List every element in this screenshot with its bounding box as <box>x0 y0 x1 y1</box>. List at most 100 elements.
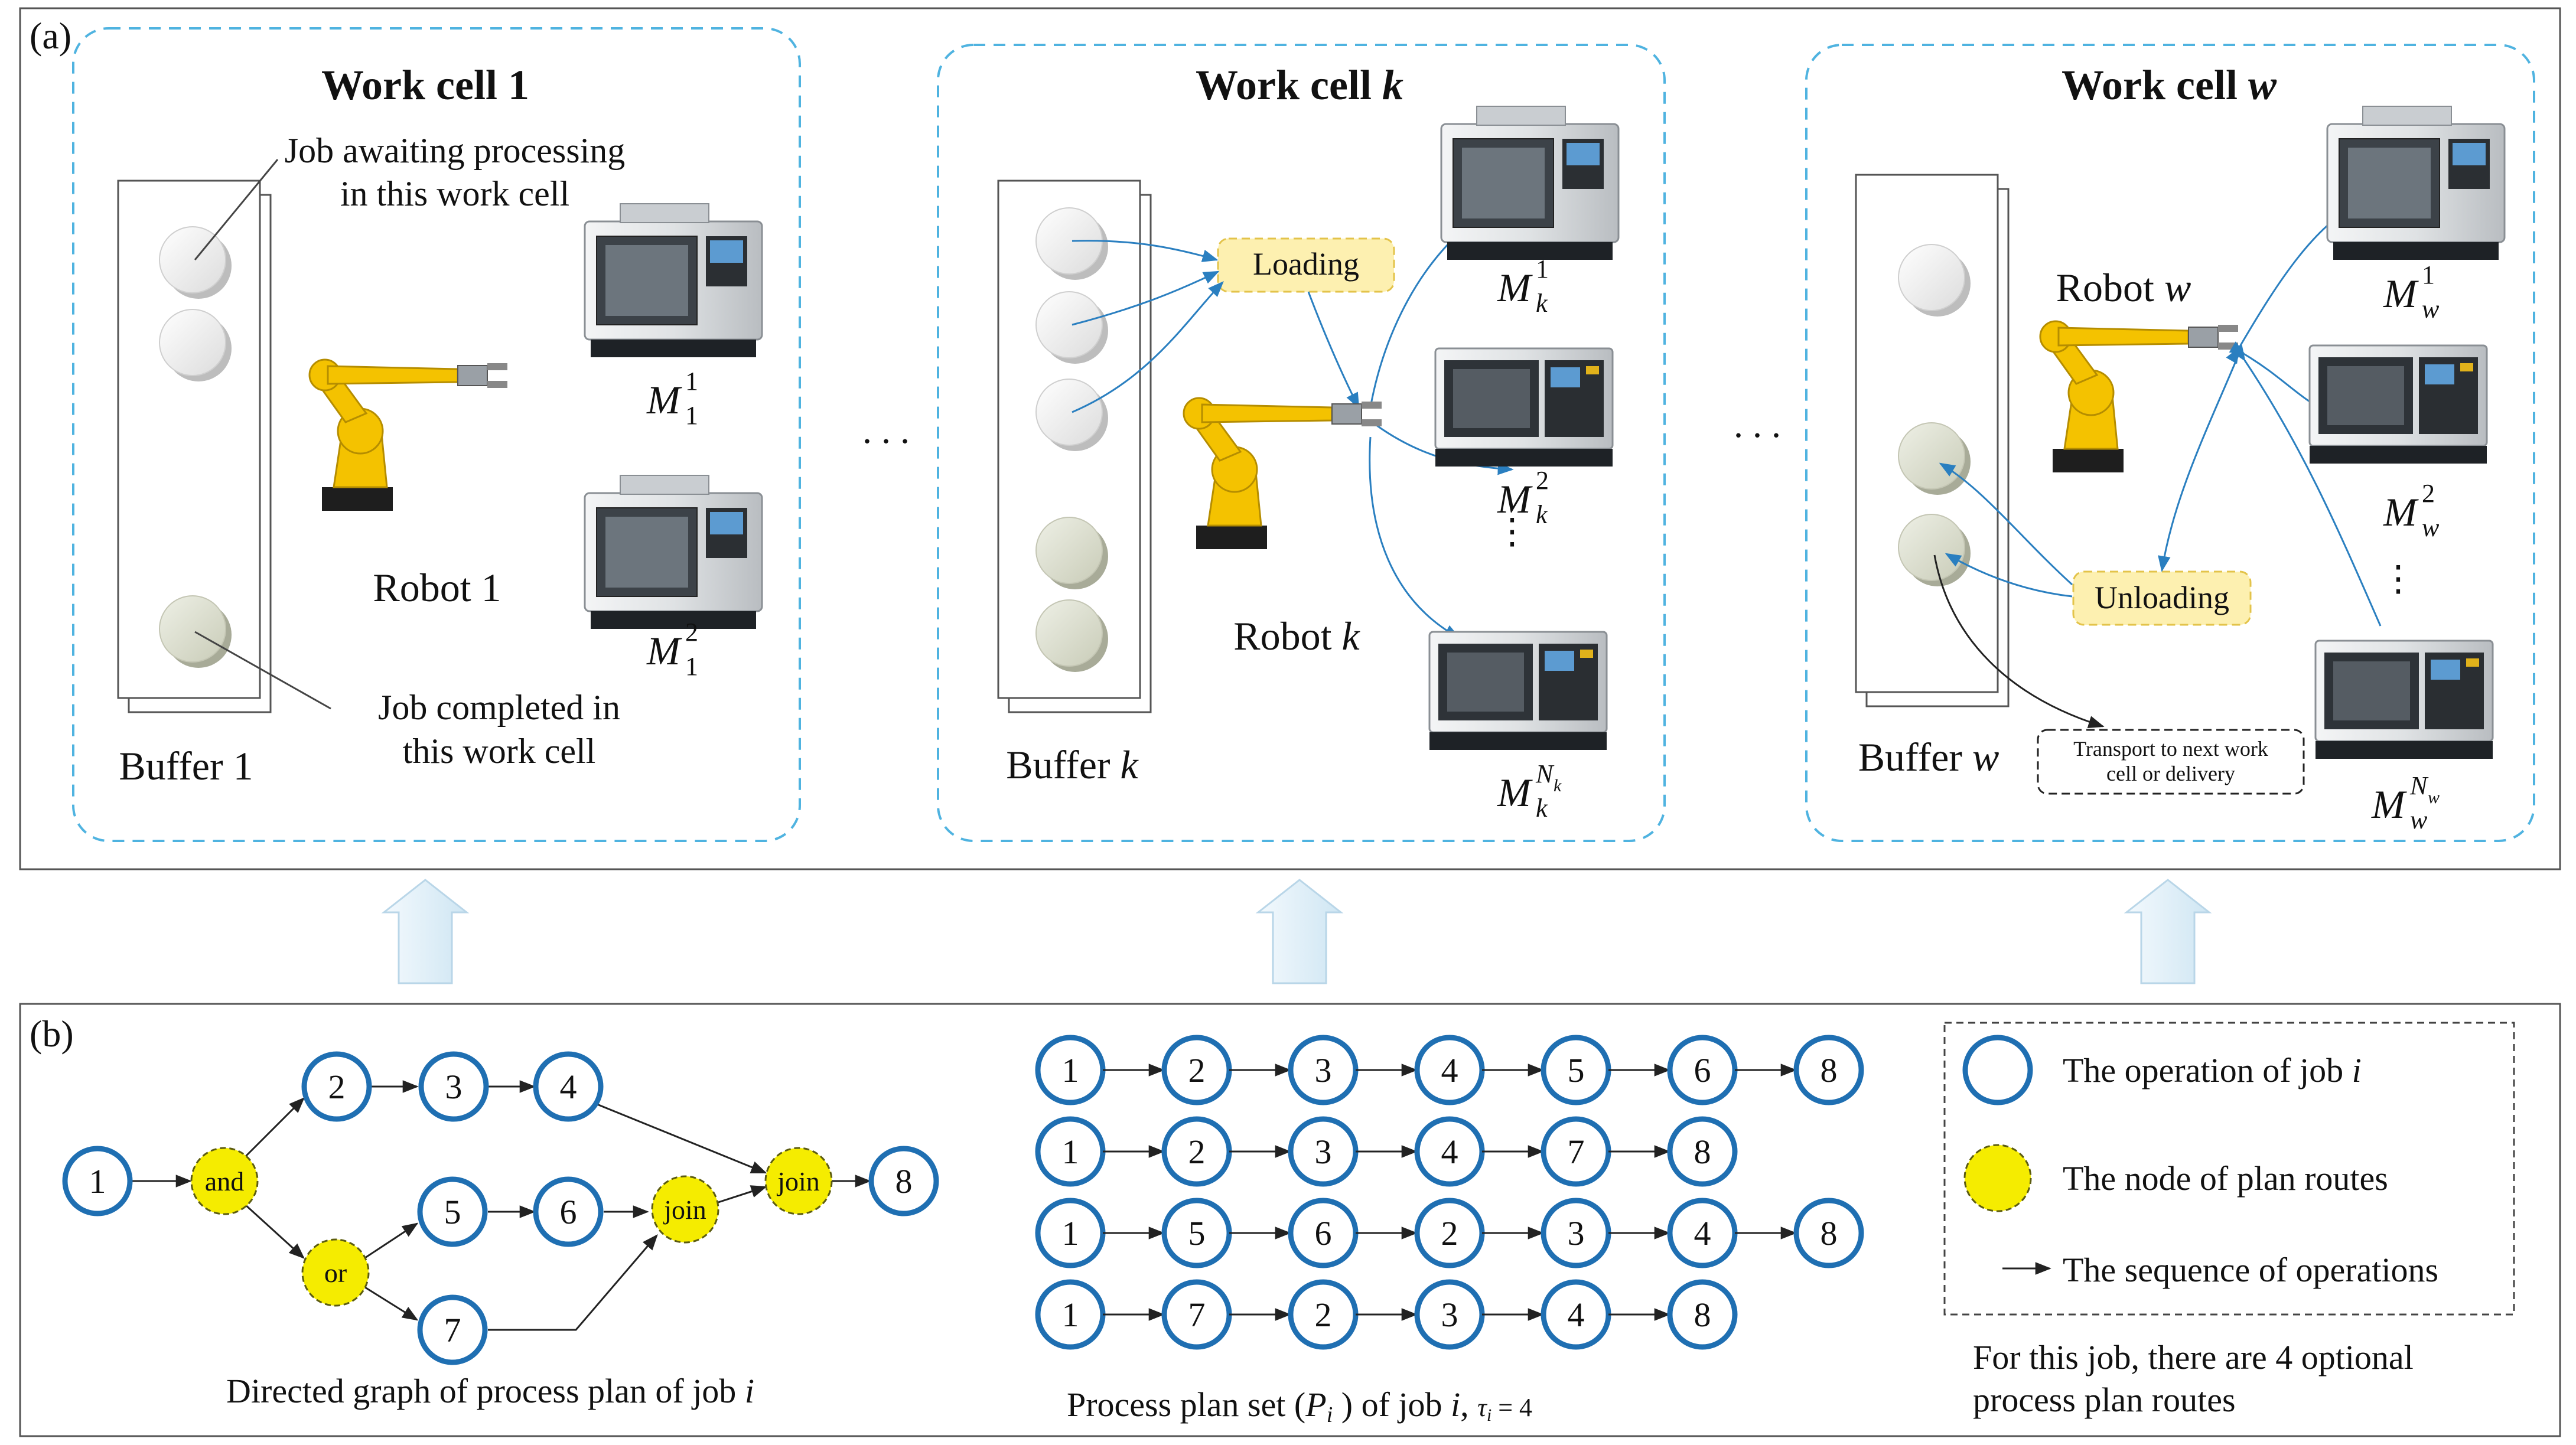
svg-text:3: 3 <box>445 1068 463 1106</box>
svg-text:2: 2 <box>328 1068 346 1106</box>
machine-m1-1-image <box>584 203 763 358</box>
svg-text:1: 1 <box>1536 255 1549 283</box>
transport-box <box>2037 729 2305 795</box>
plan-node-label: 8 <box>1694 1296 1711 1334</box>
svg-text:1: 1 <box>685 401 698 430</box>
svg-text:2: 2 <box>685 618 698 647</box>
robot-1-label: Robot 1 <box>373 565 501 610</box>
flow-arrow <box>1307 291 1360 409</box>
graph-node-1: 1 <box>62 1146 133 1216</box>
robot-k-label: Robot k <box>1233 614 1360 658</box>
svg-text:k: k <box>1554 776 1562 795</box>
plan-node-label: 7 <box>1568 1133 1585 1171</box>
svg-text:M: M <box>2371 782 2407 827</box>
annotation-leader <box>194 159 279 260</box>
plan-node-label: 4 <box>1441 1133 1458 1171</box>
loading-label: Loading <box>1253 246 1359 282</box>
svg-text:2: 2 <box>2422 479 2435 508</box>
svg-text:1: 1 <box>685 652 698 681</box>
annotation-waiting-line1: Job awaiting processing <box>285 131 626 170</box>
plan-node-label: 6 <box>1315 1214 1332 1252</box>
svg-text:M: M <box>646 628 682 673</box>
job-awaiting <box>1898 244 1965 311</box>
plan-node-label: 2 <box>1441 1214 1458 1252</box>
svg-text:k: k <box>1536 500 1548 529</box>
annotation-waiting-line2: in this work cell <box>340 174 569 213</box>
svg-text:M: M <box>1497 770 1533 815</box>
svg-text:N: N <box>1535 759 1555 788</box>
svg-text:1: 1 <box>685 367 698 396</box>
up-arrow <box>2124 879 2212 984</box>
plan-node-label: 1 <box>1062 1133 1079 1171</box>
ellipsis-1: . . . <box>862 409 910 451</box>
plan-node-label: 8 <box>1694 1133 1711 1171</box>
flow-arrow <box>1369 232 1460 408</box>
machine-mw-2-image <box>2308 344 2488 465</box>
machine-mk-2-label: M 2 k <box>1497 466 1549 529</box>
plan-node-label: 4 <box>1441 1051 1458 1090</box>
job-awaiting <box>159 309 226 376</box>
legend-operation-symbol <box>1962 1035 2033 1105</box>
plan-node-label: 1 <box>1062 1051 1079 1090</box>
machine-mk-nk-image <box>1428 631 1608 751</box>
svg-text:w: w <box>2422 513 2440 542</box>
note-line1: For this job, there are 4 optional <box>1973 1338 2414 1376</box>
legend-sequence-label: The sequence of operations <box>2063 1251 2438 1289</box>
work-cell-w-title: Work cell w <box>2062 61 2277 109</box>
annotation-leader <box>194 631 331 710</box>
svg-text:6: 6 <box>560 1193 577 1231</box>
flow-arrow <box>2231 344 2382 627</box>
panel-a-frame <box>19 7 2561 870</box>
plan-node-label: 2 <box>1188 1051 1206 1090</box>
machine-mk-1-label: M 1 k <box>1497 255 1549 318</box>
plan-node-label: 6 <box>1694 1051 1711 1090</box>
job-completed <box>1898 422 1965 490</box>
svg-text:or: or <box>324 1258 347 1288</box>
plan-node <box>1667 1279 1738 1350</box>
buffer-1-label: Buffer 1 <box>119 743 253 788</box>
flow-arrow <box>1072 240 1219 262</box>
work-cell-k-boundary <box>937 44 1666 842</box>
plan-node-label: 8 <box>1821 1051 1838 1090</box>
work-cell-1-boundary <box>72 27 801 842</box>
graph-node-or: or <box>301 1238 370 1307</box>
job-awaiting <box>159 226 226 293</box>
svg-text:4: 4 <box>560 1068 577 1106</box>
plan-node-label: 2 <box>1315 1296 1332 1334</box>
legend: The operation of job i The node of plan … <box>1943 1022 2515 1316</box>
plan-node-label: 7 <box>1188 1296 1206 1334</box>
annotation-completed-line1: Job completed in <box>378 688 620 727</box>
plan-node-label: 4 <box>1694 1214 1711 1252</box>
job-awaiting <box>1035 291 1103 358</box>
plan-node <box>1793 1198 1864 1268</box>
work-cell-k: Work cell k Loading Robot k ⋮ Buffer k M… <box>937 44 1666 842</box>
machine-mw-2-label: M 2 w <box>2383 479 2440 542</box>
note-line2: process plan routes <box>1973 1381 2236 1419</box>
transport-line2: cell or delivery <box>2106 762 2235 785</box>
svg-text:N: N <box>2409 771 2429 800</box>
panel-a-label: (a) <box>30 15 71 57</box>
plan-node-label: 8 <box>1821 1214 1838 1252</box>
flow-arrow <box>1945 553 2073 598</box>
machine-mk-1-image <box>1440 105 1620 261</box>
svg-text:w: w <box>2428 788 2440 807</box>
robot-1-image <box>308 358 509 512</box>
legend-box <box>1943 1022 2515 1316</box>
legend-node-symbol <box>1963 1144 2032 1212</box>
plan-node-label: 3 <box>1315 1133 1332 1171</box>
panel-b-label: (b) <box>30 1013 74 1055</box>
plans-caption: Process plan set (Pi ) of job i, τi = 4 <box>1067 1385 1532 1427</box>
plan-node-label: 3 <box>1315 1051 1332 1090</box>
graph-node-join: join <box>651 1175 719 1244</box>
svg-text:k: k <box>1536 289 1548 318</box>
graph-node-6: 6 <box>533 1176 604 1247</box>
work-cell-k-title: Work cell k <box>1196 61 1403 109</box>
svg-text:join: join <box>776 1166 820 1196</box>
annotation-completed-line2: this work cell <box>403 732 596 771</box>
graph-node-and: and <box>190 1147 259 1215</box>
